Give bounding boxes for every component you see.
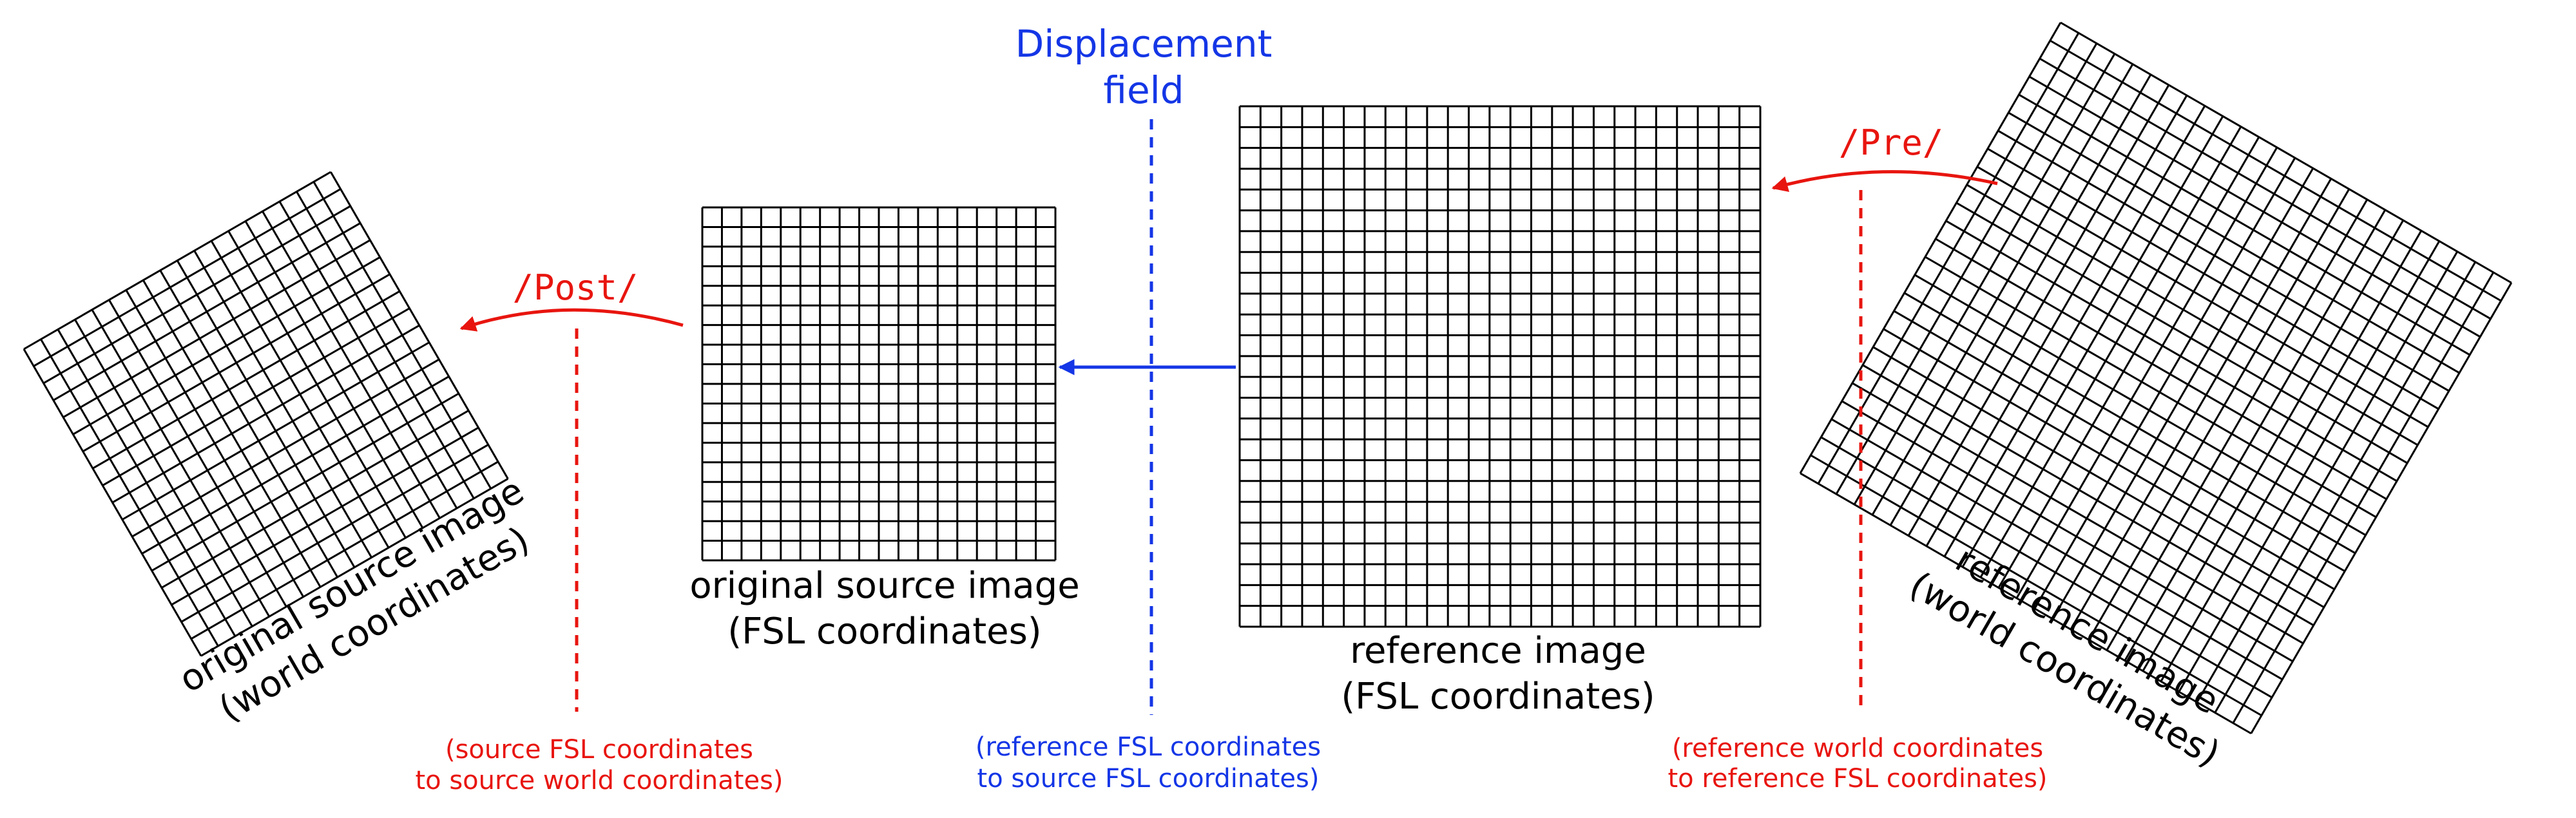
- grid-line: [1835, 43, 2098, 495]
- grid-line: [244, 220, 424, 529]
- grid-line: [23, 171, 332, 350]
- grid-line: [1889, 74, 2152, 526]
- grid-line: [1862, 364, 2314, 627]
- grid-line: [2088, 188, 2350, 641]
- grid-line: [1800, 472, 2252, 735]
- grid-line: [131, 358, 440, 538]
- grid-line: [2196, 251, 2459, 703]
- grid-line: [1997, 129, 2450, 392]
- post-caption-line2: to source world coordinates): [415, 766, 783, 795]
- grid-line: [193, 250, 372, 558]
- grid-line: [1987, 147, 2439, 410]
- grid-line: [1883, 328, 2335, 591]
- grid-line: [2214, 261, 2477, 714]
- grid-reference-fsl: [1238, 105, 1762, 628]
- pre-arrow: [1771, 170, 1998, 192]
- grid-line: [2232, 272, 2495, 724]
- grid-line: [2052, 167, 2314, 620]
- grid-line: [1979, 126, 2242, 578]
- pre-caption-line1: (reference world coordinates: [1672, 734, 2043, 763]
- grid-source-world: [23, 171, 509, 657]
- grid-line: [1914, 274, 2367, 537]
- grid-line: [1976, 166, 2429, 428]
- grid-line: [180, 444, 489, 623]
- grid-line: [1925, 256, 2377, 518]
- grid-line: [1956, 202, 2408, 464]
- grid-line: [2106, 198, 2369, 651]
- post-label: /Post/: [512, 267, 638, 308]
- grid-line: [1925, 95, 2188, 547]
- field-caption-line2: to source FSL coordinates): [977, 764, 1320, 794]
- grid-line: [2015, 147, 2278, 599]
- grid-line: [2028, 75, 2481, 338]
- grid-line: [23, 348, 202, 657]
- grid-line: [1831, 418, 2283, 681]
- grid-line: [1810, 454, 2262, 717]
- field-caption-line1: (reference FSL coordinates: [976, 732, 1321, 762]
- source-fsl-label-line1: original source image: [689, 565, 1079, 607]
- grid-line: [1872, 346, 2325, 609]
- grid-line: [1893, 310, 2345, 573]
- grid-line: [1907, 84, 2170, 537]
- grid-line: [262, 211, 441, 519]
- grid-line: [1966, 184, 2419, 446]
- grid-line: [2160, 230, 2423, 682]
- grid-source-fsl: [701, 206, 1057, 562]
- grid-line: [1945, 220, 2398, 482]
- grid-line: [2250, 282, 2513, 734]
- grid-line: [1817, 32, 2080, 484]
- field-label-line1: Displacement: [1015, 22, 1273, 66]
- grid-line: [1871, 63, 2134, 516]
- grid-line: [2070, 178, 2332, 630]
- grid-line: [1820, 436, 2273, 699]
- grid-line: [296, 191, 475, 499]
- reference-fsl-label-line2: (FSL coordinates): [1341, 676, 1655, 718]
- grid-line: [1852, 382, 2304, 645]
- grid-line: [1997, 137, 2260, 589]
- grid-line: [312, 181, 492, 490]
- grid-line: [141, 376, 450, 555]
- grid-line: [1841, 400, 2294, 663]
- grid-line: [1903, 292, 2356, 555]
- grid-line: [1853, 53, 2116, 505]
- label-source-world: original source image (world coordinates…: [172, 470, 536, 730]
- grid-line: [1961, 115, 2224, 567]
- reference-fsl-label-line1: reference image: [1350, 630, 1646, 672]
- grid-line: [1799, 22, 2062, 474]
- grid-line: [2060, 21, 2512, 284]
- grid-line: [200, 478, 509, 657]
- grid-line: [111, 324, 420, 504]
- grid-line: [190, 461, 499, 640]
- grid-line: [278, 201, 458, 509]
- grid-line: [2178, 240, 2441, 692]
- grid-line: [2050, 39, 2502, 302]
- grid-line: [2018, 93, 2470, 356]
- grid-line: [171, 426, 479, 606]
- grid-line: [2142, 220, 2405, 672]
- grid-line: [2008, 111, 2460, 374]
- grid-line: [1935, 238, 2387, 500]
- grid-line: [227, 230, 407, 538]
- pre-label: /Pre/: [1839, 122, 1944, 163]
- grid-line: [122, 341, 430, 520]
- grid-line: [2039, 57, 2492, 320]
- source-fsl-label-line2: (FSL coordinates): [727, 611, 1041, 652]
- post-arrow: [459, 308, 684, 332]
- grid-line: [2124, 209, 2387, 661]
- post-caption-line1: (source FSL coordinates: [445, 735, 753, 765]
- grid-line: [210, 240, 390, 549]
- grid-line: [330, 171, 509, 480]
- pre-caption-line2: to reference FSL coordinates): [1668, 764, 2047, 794]
- grid-line: [2033, 157, 2296, 609]
- grid-line: [1943, 105, 2206, 557]
- grid-reference-world: [1799, 21, 2513, 735]
- field-label-line2: field: [1103, 68, 1184, 112]
